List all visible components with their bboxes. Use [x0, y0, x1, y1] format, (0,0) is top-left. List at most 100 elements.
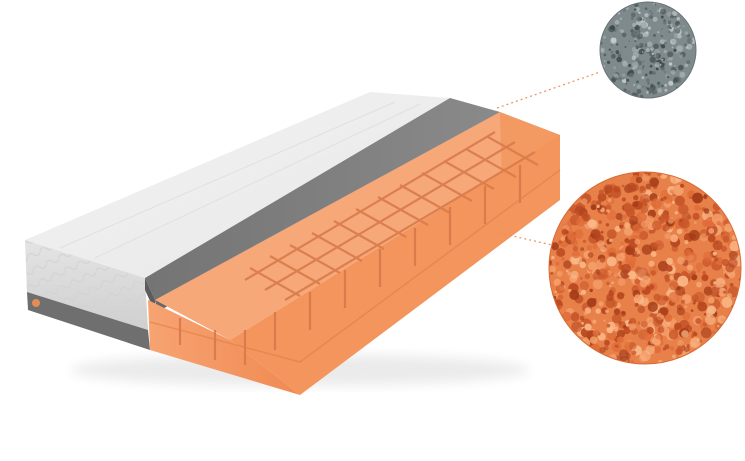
foam-pore [692, 212, 700, 220]
foam-pore [668, 329, 679, 340]
foam-pore [682, 25, 685, 28]
foam-pore [693, 221, 697, 225]
foam-pore [676, 228, 683, 235]
foam-pore [646, 316, 654, 324]
foam-pore [642, 49, 645, 52]
foam-pore [728, 258, 738, 268]
foam-pore [674, 15, 677, 18]
foam-pore [645, 183, 652, 190]
foam-pore [627, 90, 630, 93]
foam-pore [606, 266, 611, 271]
foam-pore [592, 279, 603, 290]
foam-pore [650, 270, 656, 276]
foam-pore [634, 302, 639, 307]
foam-pore [660, 84, 664, 88]
foam-pore [628, 64, 632, 67]
foam-pore [608, 194, 612, 198]
foam-pore [626, 274, 630, 278]
foam-pore [561, 228, 568, 235]
foam-pore [702, 219, 710, 227]
foam-pore [652, 316, 663, 327]
foam-pore [694, 204, 701, 211]
foam-pore [662, 224, 670, 232]
foam-pore [619, 29, 622, 32]
foam-pore [622, 78, 627, 84]
foam-pore [618, 12, 621, 15]
foam-pore [664, 39, 667, 42]
foam-pore [671, 200, 676, 204]
foam-pore [705, 314, 716, 326]
foam-pore [581, 321, 584, 325]
foam-pore [620, 252, 626, 257]
foam-pore [674, 322, 682, 330]
foam-pore [677, 339, 684, 347]
foam-pore [649, 57, 656, 63]
foam-pore [580, 277, 583, 280]
foam-pore [625, 82, 628, 85]
foam-pore [663, 70, 666, 74]
foam-pore [650, 251, 657, 257]
foam-pore [638, 173, 643, 178]
foam-pore [683, 346, 690, 352]
foam-pore [666, 257, 673, 265]
foam-pore [592, 319, 597, 324]
foam-pore [586, 244, 593, 251]
foam-pore [634, 294, 642, 302]
foam-pore [677, 34, 682, 39]
foam-pore [653, 43, 659, 50]
foam-pore [640, 220, 648, 228]
foam-pore [641, 51, 644, 53]
foam-pore [664, 277, 671, 283]
foam-pore [686, 60, 691, 65]
foam-pore [580, 247, 585, 252]
foam-pore [613, 66, 616, 70]
foam-pore [700, 327, 712, 339]
foam-pore [651, 202, 657, 208]
foam-pore [658, 9, 661, 12]
foam-pore [678, 64, 684, 71]
foam-pore [631, 350, 637, 356]
foam-pore [684, 31, 689, 35]
foam-pore [702, 271, 706, 275]
foam-pore [637, 305, 646, 314]
foam-pore [690, 309, 694, 312]
foam-pore [561, 311, 572, 322]
foam-pore [628, 40, 631, 43]
foam-pore [600, 273, 606, 279]
foam-pore [674, 211, 678, 215]
foam-pore [668, 56, 673, 61]
foam-pore [652, 265, 657, 269]
foam-pore [642, 67, 645, 70]
foam-pore [643, 31, 649, 37]
foam-pore [653, 346, 662, 354]
foam-pore [592, 243, 598, 250]
foam-pore [675, 286, 686, 296]
foam-pore [642, 60, 645, 63]
foam-pore [605, 346, 608, 349]
foam-pore [563, 260, 572, 269]
foam-pore [657, 81, 661, 85]
foam-pore [583, 311, 588, 316]
foam-pore [610, 25, 615, 31]
foam-pore [692, 192, 703, 204]
foam-pore [664, 233, 671, 240]
foam-pore [558, 240, 562, 244]
foam-pore [666, 75, 670, 79]
foam-pore [669, 189, 674, 194]
foam-pore [655, 52, 661, 59]
foam-pore [582, 213, 591, 222]
foam-pore [659, 62, 665, 68]
foam-pore [679, 48, 683, 53]
foam-pore [613, 185, 621, 193]
foam-pore [657, 31, 660, 34]
foam-pore [607, 198, 612, 203]
foam-pore [673, 80, 677, 84]
foam-pore [653, 33, 656, 37]
foam-pore [611, 300, 618, 307]
foam-pore [648, 260, 655, 267]
foam-pore [703, 312, 707, 316]
foam-pore [663, 19, 666, 22]
foam-pore [640, 22, 648, 29]
foam-pore [716, 220, 721, 226]
foam-pore [668, 291, 680, 303]
